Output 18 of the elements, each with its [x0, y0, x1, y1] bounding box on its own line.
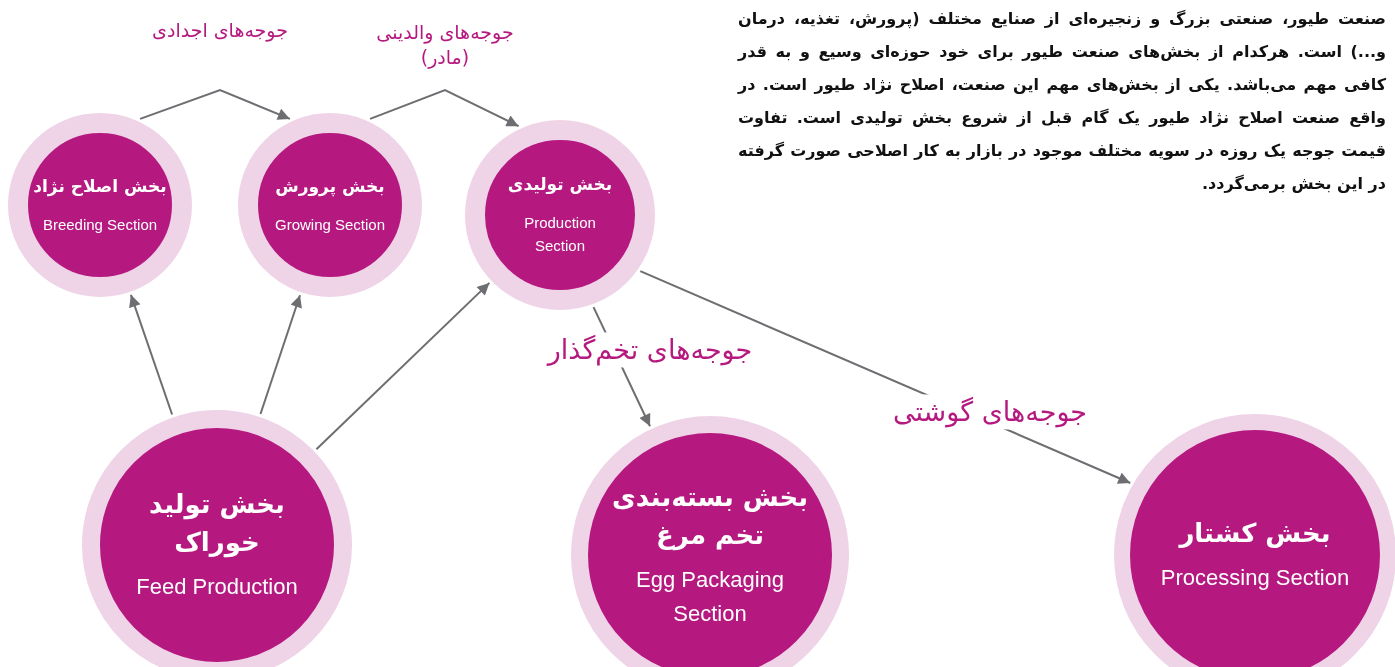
section-title: بخش اصلاح نژاد: [32, 175, 168, 199]
arrow: [369, 88, 520, 128]
arrow: [129, 293, 174, 416]
section-name: Production Section: [523, 213, 597, 257]
section-title: بخش تولید خوراک: [148, 488, 286, 560]
arrow: [315, 281, 491, 451]
section-name: Feed Production: [135, 572, 299, 601]
section-title: بخش پرورش: [274, 175, 386, 199]
paragraph: صنعت طیور، صنعتی بزرگ و زنجیره‌ای از صنایع مختلف (پرورش، تغذیه، درمان و...) است. هرکدام از بخش‌های صنعت طیور برای خود حوزه‌ای وسیع و به قدر کافی مهم می‌باشد. یکی از بخش‌های مهم این صنعت، اصلاح نژاد طیور است. در واقع صنعت اصلاح نژاد طیور یک گام قبل از شروع بخش تولیدی است. تفاوت قیمت جوجه یک روزه در سویه مختلف موجود در بازار به کار اصلاحی صورت گرفته در این بخش برمی‌گردد.: [738, 8, 1386, 195]
arrow: [259, 294, 302, 415]
section-title: بخش تولیدی: [506, 173, 614, 197]
section-name: Growing Section: [273, 214, 387, 235]
section-title: بخش کشتار: [1177, 517, 1332, 551]
arrow: [139, 88, 291, 120]
section-name: Processing Section: [1159, 563, 1351, 592]
section-title: بخش بسته‌بندی تخم مرغ: [610, 481, 810, 553]
section-name: Egg Packaging Section: [635, 565, 785, 628]
section-name: Breeding Section: [41, 214, 159, 235]
